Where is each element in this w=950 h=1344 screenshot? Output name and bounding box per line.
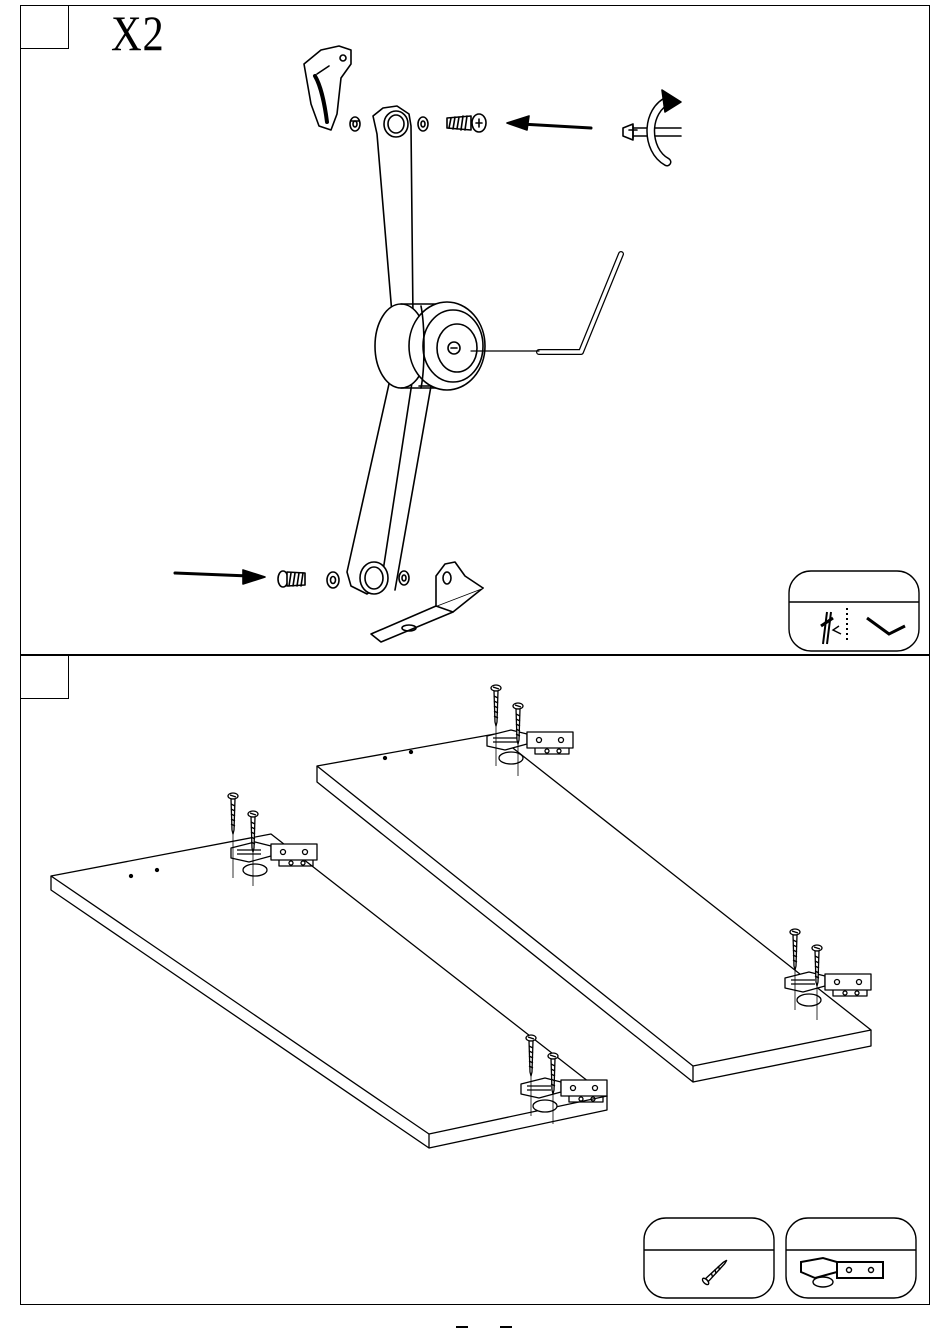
- tools-legend: [21, 6, 931, 656]
- hinge: [521, 1078, 607, 1112]
- footer-dash: [456, 1326, 468, 1328]
- assembly-step-2: [20, 655, 930, 1305]
- assembly-step-1: X2: [20, 5, 930, 655]
- footer-dash: [500, 1326, 512, 1328]
- door-hinge-diagram: [21, 656, 931, 1306]
- hinge: [487, 730, 573, 764]
- parts-legend: [644, 1218, 916, 1298]
- screw: [491, 685, 501, 726]
- page-footer: [0, 1318, 950, 1344]
- screw: [228, 793, 238, 834]
- screw: [790, 929, 800, 970]
